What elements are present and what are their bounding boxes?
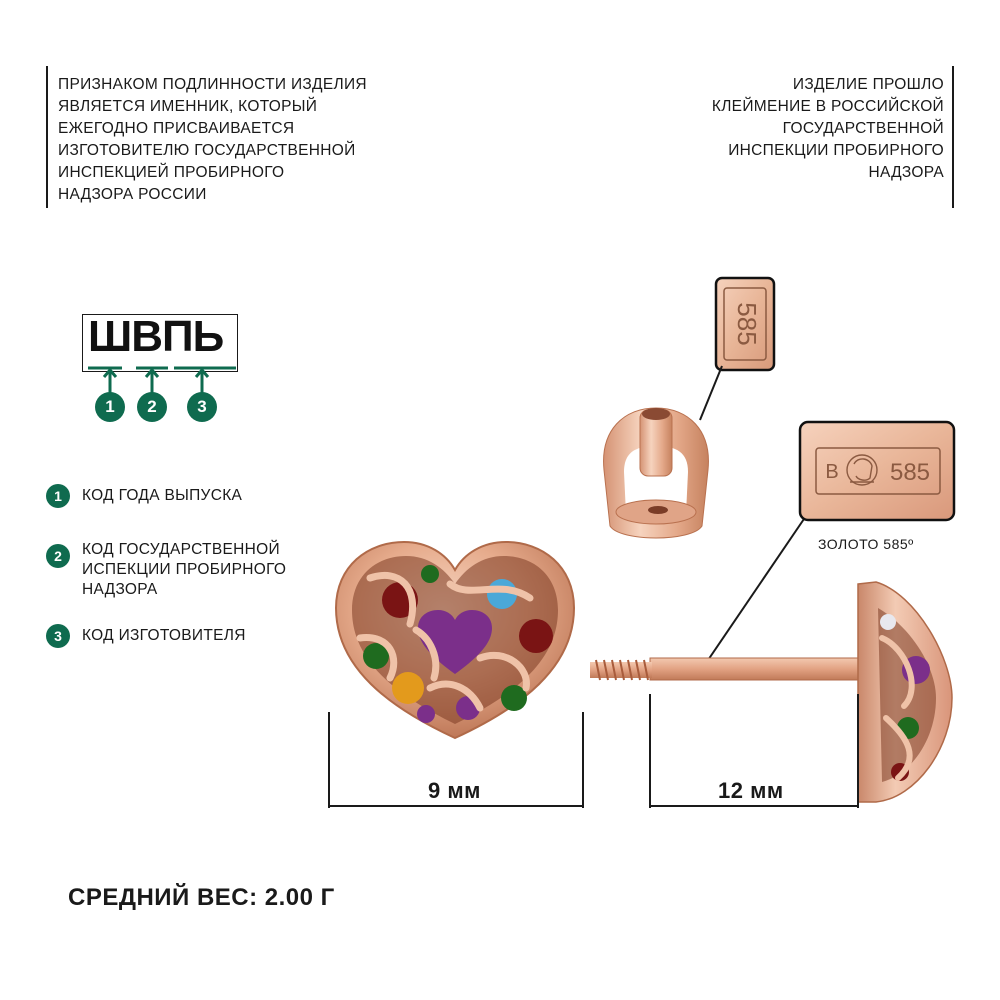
legend-text-3: КОД ИЗГОТОВИТЕЛЯ <box>82 627 246 644</box>
legend-text-2: КОД ГОСУДАРСТВЕННОЙ ИСПЕКЦИИ ПРОБИРНОГО … <box>82 541 287 598</box>
legend-number-1: 1 <box>46 484 70 508</box>
earring-side-view <box>590 581 953 803</box>
assay-letter: В <box>825 461 838 483</box>
marker-1: 1 <box>95 392 125 422</box>
clasp-stamp-585: 585 <box>714 276 776 372</box>
legend-text-1: КОД ГОДА ВЫПУСКА <box>82 487 243 504</box>
assay-fineness: 585 <box>890 459 930 486</box>
stamp-585-text: 585 <box>732 302 762 345</box>
hallmark-note: ИЗДЕЛИЕ ПРОШЛО КЛЕЙМЕНИЕ В РОССИЙСКОЙ ГО… <box>600 66 954 208</box>
width-dimension: 9 мм <box>428 778 481 803</box>
authenticity-note: ПРИЗНАКОМ ПОДЛИННОСТИ ИЗДЕЛИЯ ЯВЛЯЕТСЯ И… <box>46 66 446 208</box>
gold-fineness-label: ЗОЛОТО 585º <box>818 536 914 552</box>
hallmark-code: ШВПЬ <box>88 312 224 361</box>
legend-number-3: 3 <box>46 624 70 648</box>
assay-hallmark-stamp: В 585 <box>798 420 956 522</box>
assay-head-emblem <box>846 454 878 486</box>
code-pointer-arrows <box>88 366 236 394</box>
screw-back-clasp <box>603 407 709 539</box>
hallmark-code-frame <box>82 314 238 372</box>
heart-earring-front <box>334 540 576 740</box>
screw-thread <box>590 659 652 681</box>
marker-3: 3 <box>187 392 217 422</box>
legend-number-2: 2 <box>46 544 70 568</box>
average-weight: СРЕДНИЙ ВЕС: 2.00 г <box>68 884 335 911</box>
length-dimension: 12 мм <box>718 778 784 803</box>
marker-2: 2 <box>137 392 167 422</box>
filigree <box>356 571 534 712</box>
